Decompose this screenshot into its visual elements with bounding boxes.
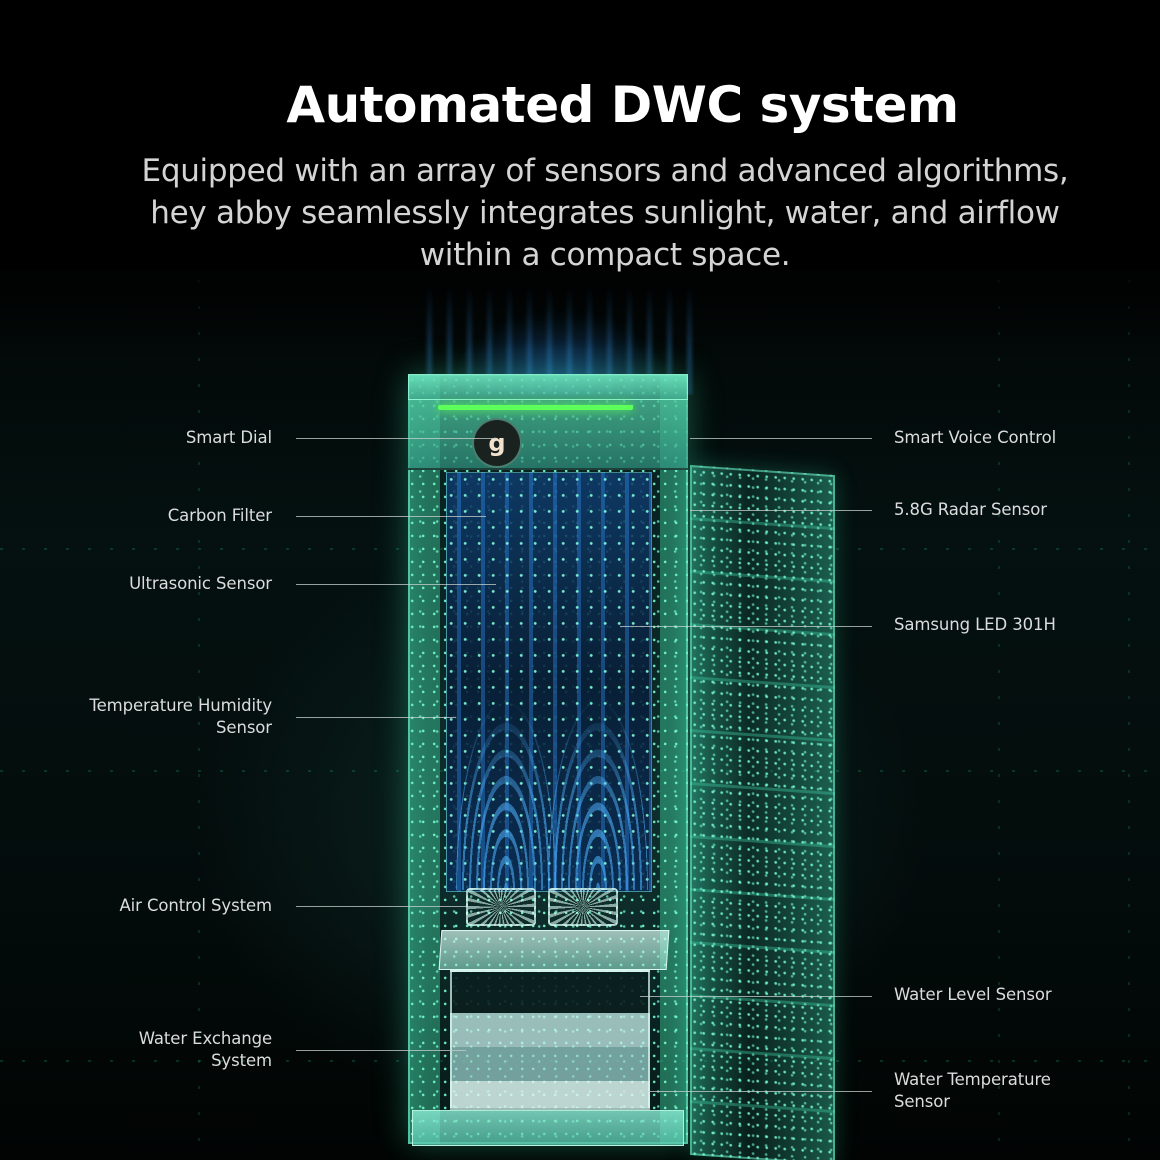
- leader-line: [690, 438, 872, 439]
- plant-tray: [438, 930, 670, 970]
- leader-line: [296, 584, 496, 585]
- callout-label: Sensor: [894, 1092, 950, 1111]
- page-title: Automated DWC system: [286, 76, 959, 134]
- callout-label: Water Exchange: [138, 1029, 272, 1048]
- subtitle-line: Equipped with an array of sensors and ad…: [141, 153, 1069, 189]
- leader-line: [640, 996, 872, 997]
- callout-air-control-system: Air Control System: [0, 895, 272, 917]
- cabinet-door-open: [690, 465, 835, 1160]
- callout-samsung-led: Samsung LED 301H: [894, 614, 1134, 636]
- leader-line: [296, 1050, 466, 1051]
- background-grid-line: [1128, 280, 1130, 1160]
- callout-carbon-filter: Carbon Filter: [0, 505, 272, 527]
- smart-dial-icon: g: [472, 418, 522, 468]
- callout-label: Smart Dial: [185, 428, 272, 447]
- leader-line: [296, 516, 486, 517]
- callout-ultrasonic-sensor: Ultrasonic Sensor: [0, 573, 272, 595]
- control-panel: [408, 400, 688, 470]
- callout-label: System: [211, 1051, 272, 1070]
- callout-label: Sensor: [216, 718, 272, 737]
- leader-line: [296, 438, 496, 439]
- callout-label: Samsung LED 301H: [894, 615, 1056, 634]
- fan-icon: [466, 888, 536, 926]
- leader-line: [620, 626, 872, 627]
- leader-line: [296, 717, 456, 718]
- subtitle-line: hey abby seamlessly integrates sunlight,…: [150, 195, 1060, 231]
- grow-box-device-illustration: g: [400, 370, 840, 1160]
- led-bar-icon: [438, 405, 633, 410]
- callout-temperature-humidity-sensor: Temperature Humidity Sensor: [0, 695, 272, 739]
- callout-radar-sensor: 5.8G Radar Sensor: [894, 499, 1134, 521]
- callout-label: Air Control System: [119, 896, 272, 915]
- water-reservoir: [450, 970, 650, 1110]
- fan-array: [466, 888, 626, 928]
- callout-label: Water Temperature: [894, 1070, 1051, 1089]
- subtitle-line: within a compact space.: [419, 237, 791, 273]
- callout-label: Smart Voice Control: [894, 428, 1057, 447]
- leader-line: [620, 1091, 872, 1092]
- callout-water-exchange-system: Water Exchange System: [0, 1028, 272, 1072]
- callout-smart-voice-control: Smart Voice Control: [894, 427, 1134, 449]
- cabinet-base: [412, 1110, 684, 1146]
- callout-water-temperature-sensor: Water Temperature Sensor: [894, 1069, 1134, 1113]
- callout-label: Ultrasonic Sensor: [129, 574, 272, 593]
- callout-label: Water Level Sensor: [894, 985, 1052, 1004]
- page-subtitle: Equipped with an array of sensors and ad…: [0, 150, 1160, 276]
- background-grid-line: [998, 280, 1000, 1160]
- background-grid-line: [198, 280, 200, 1160]
- callout-label: Temperature Humidity: [89, 696, 272, 715]
- callout-smart-dial: Smart Dial: [0, 427, 272, 449]
- callout-label: Carbon Filter: [167, 506, 272, 525]
- leader-line: [296, 906, 466, 907]
- leader-line: [690, 510, 872, 511]
- fan-icon: [548, 888, 618, 926]
- header: Automated DWC system Equipped with an ar…: [0, 70, 1160, 276]
- callout-water-level-sensor: Water Level Sensor: [894, 984, 1134, 1006]
- cabinet-top-panel: [408, 374, 688, 400]
- callout-label: 5.8G Radar Sensor: [894, 500, 1047, 519]
